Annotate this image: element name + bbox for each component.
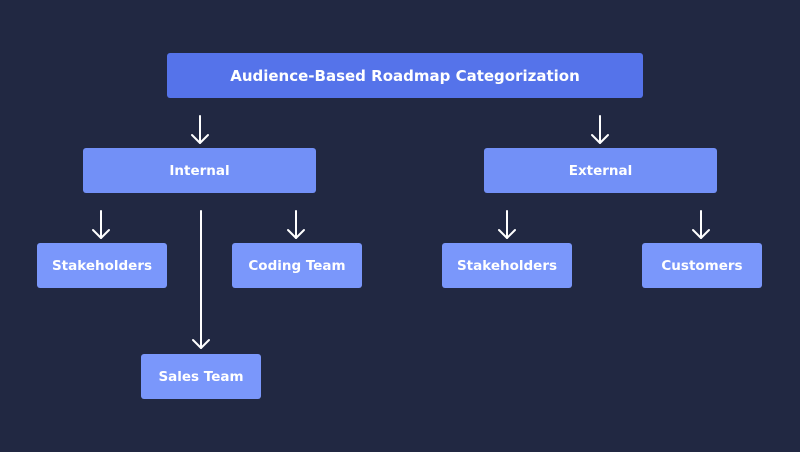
node-coding-team: Coding Team xyxy=(232,243,362,288)
arrow-root-to-external xyxy=(591,115,609,144)
node-internal-stakeholders: Stakeholders xyxy=(37,243,167,288)
node-customers: Customers xyxy=(642,243,762,288)
node-label: Sales Team xyxy=(158,368,244,385)
node-external-stakeholders: Stakeholders xyxy=(442,243,572,288)
node-label: Audience-Based Roadmap Categorization xyxy=(230,66,580,85)
node-label: Customers xyxy=(661,257,743,274)
node-label: Internal xyxy=(169,162,230,179)
node-label: Coding Team xyxy=(248,257,346,274)
node-external: External xyxy=(484,148,717,193)
arrow-root-to-internal xyxy=(191,115,209,144)
arrow-internal-to-sales-team xyxy=(192,210,210,349)
node-sales-team: Sales Team xyxy=(141,354,261,399)
node-label: Stakeholders xyxy=(456,257,558,274)
arrow-external-to-stakeholders xyxy=(498,210,516,239)
node-label: Stakeholders xyxy=(51,257,153,274)
node-label: External xyxy=(568,162,633,179)
arrow-internal-to-stakeholders xyxy=(92,210,110,239)
arrow-external-to-customers xyxy=(692,210,710,239)
arrow-internal-to-coding-team xyxy=(287,210,305,239)
node-internal: Internal xyxy=(83,148,316,193)
node-roadmap-categorization: Audience-Based Roadmap Categorization xyxy=(167,53,643,98)
